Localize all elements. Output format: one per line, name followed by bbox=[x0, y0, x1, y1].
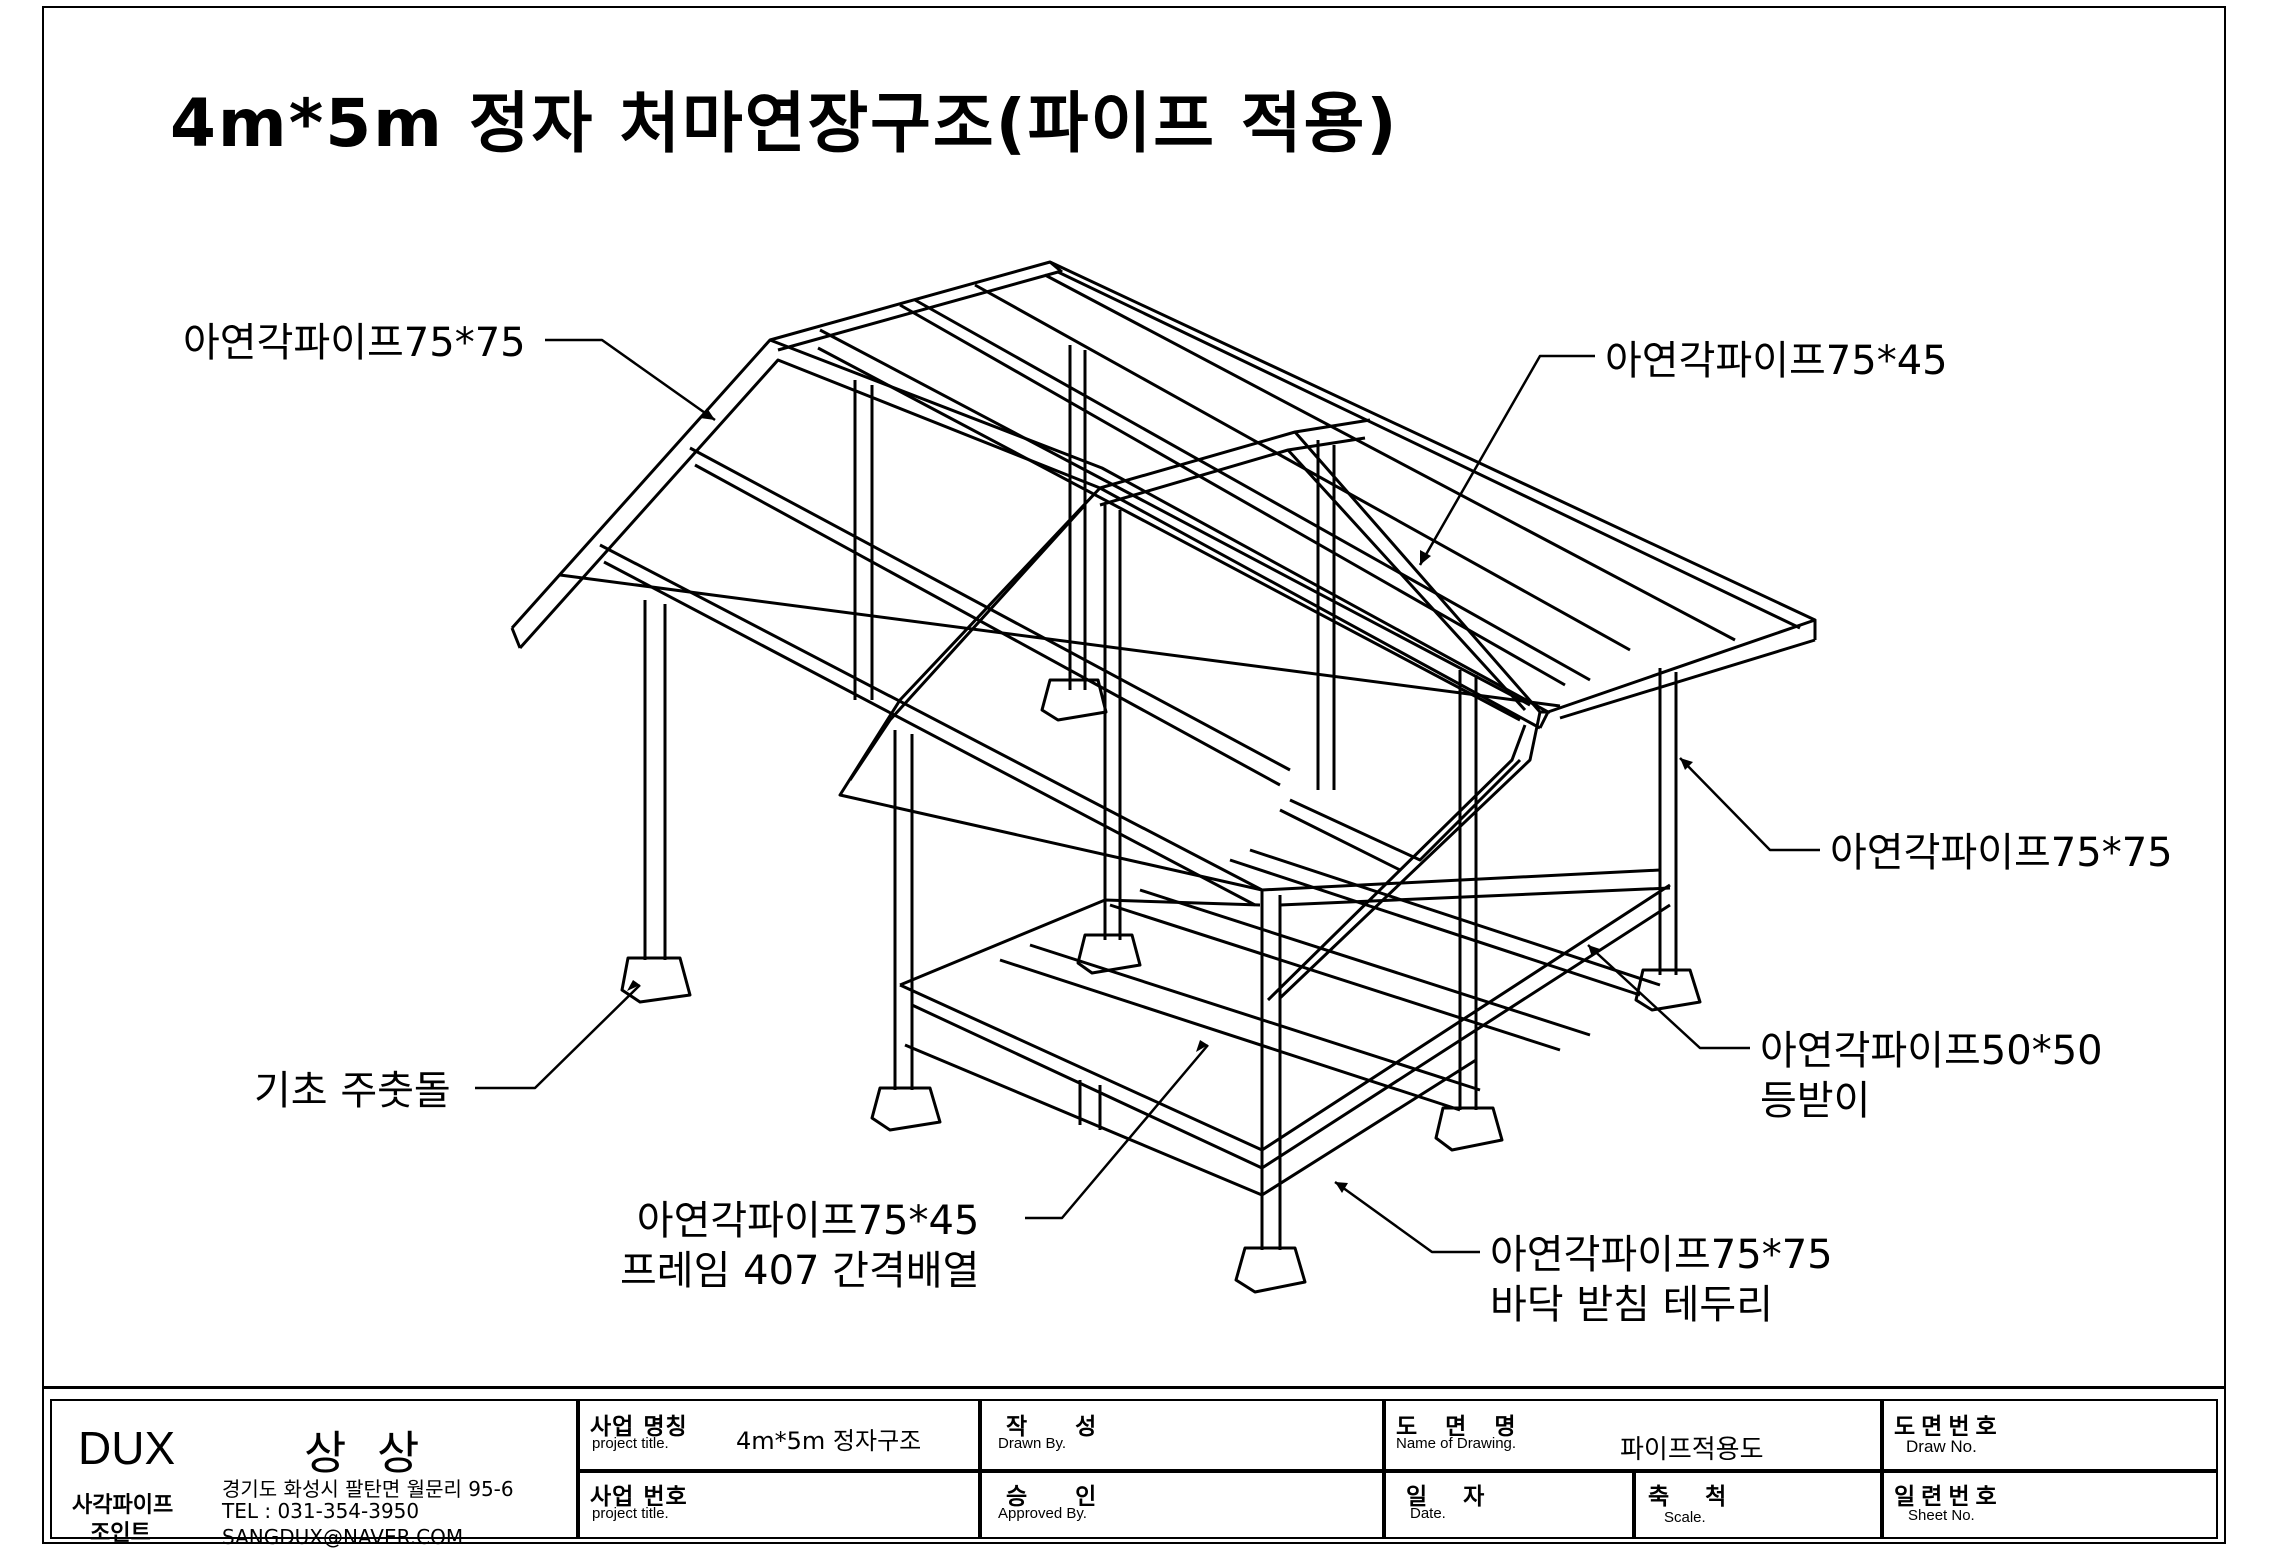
columns bbox=[643, 345, 1678, 1250]
scale-label: 축 척 bbox=[1648, 1484, 1741, 1510]
callout-floor-pipe: 아연각파이프75*75 bbox=[1490, 1232, 1833, 1278]
callout-top-left-pipe: 아연각파이프75*75 bbox=[183, 320, 526, 366]
company-cell: DUX 상 상 사각파이프 조인트 경기도 화성시 팔탄면 월문리 95-6 T… bbox=[50, 1399, 578, 1549]
sheet-no-sublabel: Sheet No. bbox=[1908, 1507, 1975, 1524]
callout-frame-pipe: 아연각파이프75*45 bbox=[636, 1198, 980, 1244]
company-sub1: 사각파이프 bbox=[72, 1493, 174, 1518]
front-gable-frame bbox=[838, 486, 1550, 1002]
callout-frame: 아연각파이프75*45 프레임 407 간격배열 bbox=[620, 1196, 979, 1296]
title-block: DUX 상 상 사각파이프 조인트 경기도 화성시 팔탄면 월문리 95-6 T… bbox=[44, 1386, 2224, 1549]
drawing-name-value: 파이프적용도 bbox=[1620, 1435, 1764, 1465]
callout-floor: 아연각파이프75*75 바닥 받침 테두리 bbox=[1490, 1230, 1833, 1330]
callout-backrest-name: 등받이 bbox=[1760, 1078, 1871, 1124]
drawing-title: 4m*5m 정자 처마연장구조(파이프 적용) bbox=[170, 85, 1399, 162]
drawing-name-sublabel: Name of Drawing. bbox=[1396, 1435, 1517, 1452]
sheet-no-label: 일련번호 bbox=[1894, 1484, 2003, 1510]
drawing-name-label: 도 면 명 bbox=[1396, 1414, 1526, 1440]
project-name-value: 4m*5m 정자구조 bbox=[736, 1427, 922, 1455]
drawing-sheet-border bbox=[42, 6, 2226, 1544]
callout-floor-name: 바닥 받침 테두리 bbox=[1490, 1282, 1774, 1328]
date-sublabel: Date. bbox=[1410, 1505, 1446, 1522]
backrest-frame bbox=[1261, 758, 1671, 907]
roof-ridge-and-back-slope bbox=[769, 260, 1817, 720]
approved-by-label: 승 인 bbox=[1006, 1484, 1117, 1510]
approved-by-sublabel: Approved By. bbox=[998, 1505, 1087, 1522]
callout-foundation: 기초 주춧돌 bbox=[254, 1068, 451, 1114]
drawing-name-cell: 도 면 명 Name of Drawing. 파이프적용도 bbox=[1384, 1399, 1882, 1471]
project-name-label: 사업 명칭 bbox=[590, 1414, 688, 1440]
company-email: SANGDUX@NAVER.COM bbox=[222, 1525, 464, 1549]
company-logo: DUX bbox=[78, 1422, 176, 1474]
rear-gable-frame bbox=[1099, 418, 1542, 713]
scale-sublabel: Scale. bbox=[1664, 1509, 1706, 1526]
drawn-by-cell: 작 성 Drawn By. bbox=[980, 1399, 1384, 1471]
callout-top-right-pipe: 아연각파이프75*45 bbox=[1605, 338, 1948, 384]
leader-lines bbox=[475, 338, 1820, 1254]
project-name-sublabel: project title. bbox=[592, 1435, 669, 1452]
date-cell: 일 자 Date. bbox=[1384, 1471, 1634, 1539]
draw-no-sublabel: Draw No. bbox=[1906, 1437, 1977, 1456]
draw-no-cell: 도면번호 Draw No. bbox=[1882, 1399, 2218, 1471]
leader-arrows bbox=[627, 408, 1693, 1193]
company-name: 상 상 bbox=[304, 1426, 428, 1480]
floor-frame bbox=[899, 848, 1671, 1197]
project-no-sublabel: project title. bbox=[592, 1505, 669, 1522]
roof-front-slope bbox=[510, 338, 1561, 730]
scale-cell: 축 척 Scale. bbox=[1634, 1471, 1882, 1539]
drawn-by-label: 작 성 bbox=[1006, 1414, 1117, 1440]
company-sub2: 조인트 bbox=[90, 1521, 151, 1546]
project-no-cell: 사업 번호 project title. bbox=[578, 1471, 980, 1539]
draw-no-label: 도면번호 bbox=[1894, 1414, 2003, 1440]
approved-by-cell: 승 인 Approved By. bbox=[980, 1471, 1384, 1539]
project-name-cell: 사업 명칭 project title. 4m*5m 정자구조 bbox=[578, 1399, 980, 1471]
sheet-no-cell: 일련번호 Sheet No. bbox=[1882, 1471, 2218, 1539]
project-no-label: 사업 번호 bbox=[590, 1484, 688, 1510]
callout-frame-spacing: 프레임 407 간격배열 bbox=[620, 1248, 980, 1294]
company-tel: TEL : 031-354-3950 bbox=[222, 1499, 420, 1523]
callout-backrest: 아연각파이프50*50 등받이 bbox=[1760, 1026, 2103, 1126]
callout-backrest-pipe: 아연각파이프50*50 bbox=[1760, 1028, 2103, 1074]
drawn-by-sublabel: Drawn By. bbox=[998, 1435, 1067, 1452]
callout-right-column: 아연각파이프75*75 bbox=[1830, 830, 2173, 876]
date-label: 일 자 bbox=[1406, 1484, 1499, 1510]
company-address: 경기도 화성시 팔탄면 월문리 95-6 bbox=[222, 1477, 514, 1501]
foundation-stones bbox=[620, 678, 1702, 1294]
